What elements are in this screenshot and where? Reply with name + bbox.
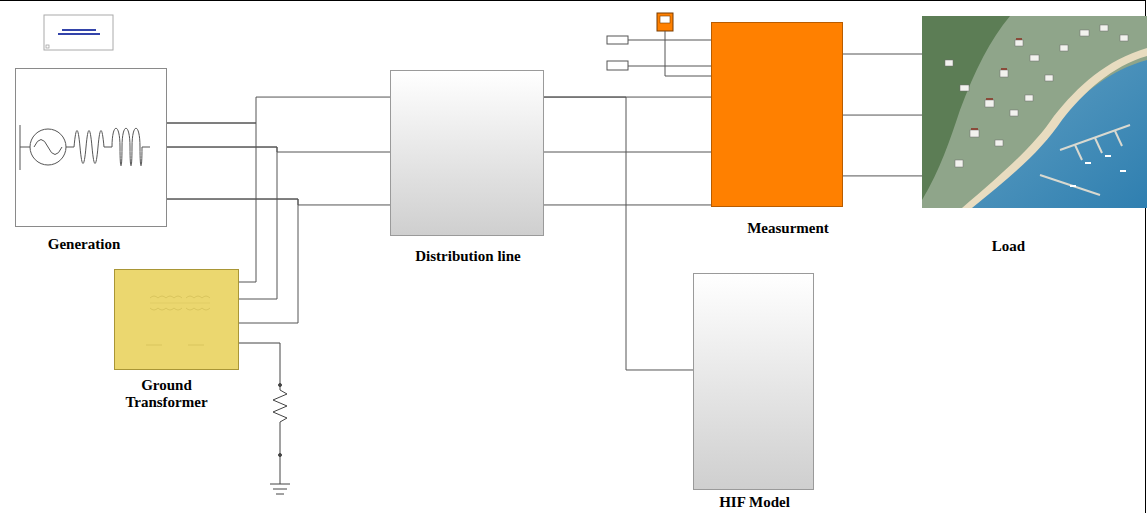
hif-box: HIF Model (693, 273, 814, 490)
block-label: Load (992, 238, 1025, 255)
block-label: Measurment (747, 220, 829, 237)
info-block (44, 15, 113, 50)
generation-box: Generation (15, 68, 167, 227)
block-label: Distribution line (415, 248, 520, 265)
block-label: Generation (48, 236, 121, 253)
wire-connector (544, 97, 711, 205)
wire-connector (843, 54, 922, 176)
waveform-symbol (20, 125, 150, 170)
load-photo (922, 16, 1147, 208)
block-label: HIF Model (719, 494, 790, 511)
load-box: Load (922, 16, 1147, 208)
wire-connector (167, 97, 390, 205)
scope-and-inputs (607, 13, 711, 76)
wire-connector (544, 97, 693, 370)
grounding-resistor (239, 343, 290, 494)
measurement-box: Measurment (711, 22, 843, 207)
transformer-box: Ground Transformer (114, 269, 239, 370)
block-label: Ground Transformer (121, 377, 213, 411)
line-box: Distribution line (390, 70, 544, 236)
